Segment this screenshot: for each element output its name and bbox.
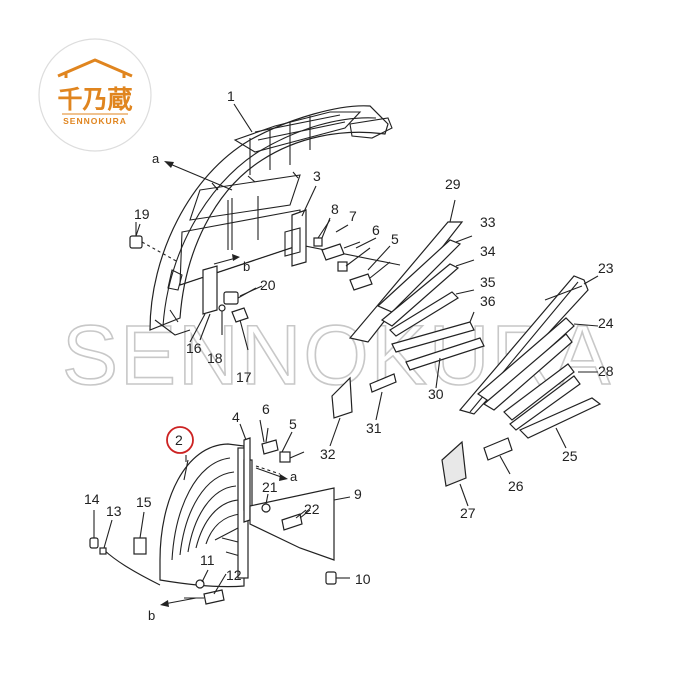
logo-romaji: SENNOKURA: [63, 116, 127, 126]
callout-22: 22: [304, 501, 320, 517]
part-36-strip: [391, 321, 475, 353]
callout-28: 28: [598, 363, 614, 379]
callout-17: 17: [236, 369, 252, 385]
ref-a-top: a: [152, 151, 160, 166]
part-23-strip: [458, 275, 589, 415]
callout-25: 25: [562, 448, 578, 464]
callout-2: 2: [175, 432, 183, 448]
fastener-group-top: [129, 219, 391, 351]
callout-9: 9: [354, 486, 362, 502]
callout-1: 1: [227, 88, 235, 104]
callout-14: 14: [84, 491, 100, 507]
part-16-plate: [199, 265, 218, 341]
callout-27: 27: [460, 505, 476, 521]
callout-36: 36: [480, 293, 496, 309]
callout-32: 32: [320, 446, 336, 462]
callout-10: 10: [355, 571, 371, 587]
callout-6-top: 6: [372, 222, 380, 238]
part-30-strip: [405, 337, 485, 371]
callout-24: 24: [598, 315, 614, 331]
callout-30: 30: [428, 386, 444, 402]
logo-kanji: 千乃蔵: [57, 85, 132, 114]
callout-2-highlight: [166, 426, 194, 454]
part-27-block: [441, 440, 467, 487]
callout-19: 19: [134, 206, 150, 222]
part-3-bracket: [284, 185, 317, 267]
ref-b-mid: b: [243, 259, 250, 274]
part-32-pad: [331, 376, 353, 419]
callout-20: 20: [260, 277, 276, 293]
part-35-strip: [389, 291, 459, 337]
callout-33: 33: [480, 214, 496, 230]
callout-18: 18: [207, 350, 223, 366]
callout-26: 26: [508, 478, 524, 494]
callout-15: 15: [136, 494, 152, 510]
part-28-strip: [503, 363, 575, 421]
brand-logo: 千乃蔵 SENNOKURA: [38, 38, 152, 152]
part-25-block: [518, 397, 602, 439]
roof-icon: [57, 58, 133, 78]
callout-23: 23: [598, 260, 614, 276]
callout-12: 12: [226, 567, 242, 583]
callout-5-low: 5: [289, 416, 297, 432]
ref-b-low: b: [148, 608, 155, 623]
callout-31: 31: [366, 420, 382, 436]
reference-arrows: [160, 161, 288, 607]
part-1-hood-frame: [149, 105, 401, 336]
part-34-strip: [380, 263, 460, 327]
ref-a-low: a: [290, 469, 298, 484]
seal-strips: [329, 199, 602, 507]
part-31-pad: [369, 373, 397, 393]
callout-11: 11: [200, 552, 215, 568]
part-33-strip: [376, 239, 462, 313]
callout-35: 35: [480, 274, 496, 290]
callout-13: 13: [106, 503, 122, 519]
fastener-group-lower: [89, 427, 350, 605]
callout-21: 21: [262, 479, 278, 495]
leader-lines: [135, 103, 391, 595]
part-26-block: [483, 437, 513, 461]
callout-5-top: 5: [391, 231, 399, 247]
callout-4: 4: [232, 409, 240, 425]
part-24-strip: [477, 317, 575, 403]
callout-3: 3: [313, 168, 321, 184]
callout-34: 34: [480, 243, 496, 259]
callout-29: 29: [445, 176, 461, 192]
callout-6-low: 6: [262, 401, 270, 417]
callout-7: 7: [349, 208, 357, 224]
callout-8: 8: [331, 201, 339, 217]
callout-labels: 1 3 8 7 6 5 19 20 16 18 17 29 33 34 35 3…: [84, 88, 614, 623]
callout-16: 16: [186, 340, 202, 356]
